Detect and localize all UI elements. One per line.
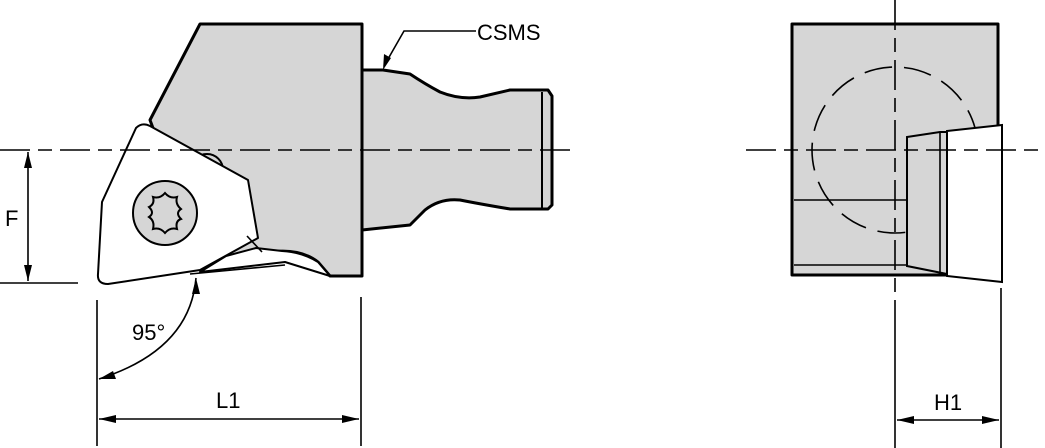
f-label: F bbox=[5, 206, 18, 231]
insert-seat bbox=[199, 247, 331, 277]
l1-arrow-right bbox=[342, 415, 359, 423]
csms-arrow bbox=[383, 54, 391, 70]
f-arrow-top bbox=[24, 152, 32, 168]
angle-arrow-top bbox=[192, 278, 200, 294]
l1-arrow-left bbox=[99, 415, 116, 423]
h1-label: H1 bbox=[934, 390, 962, 415]
h1-arrow-left bbox=[897, 416, 914, 424]
torx-star-icon bbox=[147, 191, 183, 235]
csms-leader bbox=[383, 30, 476, 67]
end-view: H1 bbox=[746, 0, 1045, 448]
torx-screw bbox=[132, 180, 198, 246]
end-insert bbox=[946, 123, 1003, 284]
l1-label: L1 bbox=[216, 388, 240, 413]
angle-label: 95° bbox=[132, 320, 165, 345]
end-insert-seat bbox=[906, 131, 948, 276]
csms-label: CSMS bbox=[477, 20, 541, 45]
h1-arrow-right bbox=[982, 416, 999, 424]
seat-line bbox=[246, 235, 263, 253]
f-arrow-bottom bbox=[24, 265, 32, 281]
side-view: F L1 95° CSMS bbox=[0, 20, 575, 446]
angle-arrow-bottom bbox=[99, 371, 116, 379]
angle-ref-line bbox=[189, 264, 286, 275]
